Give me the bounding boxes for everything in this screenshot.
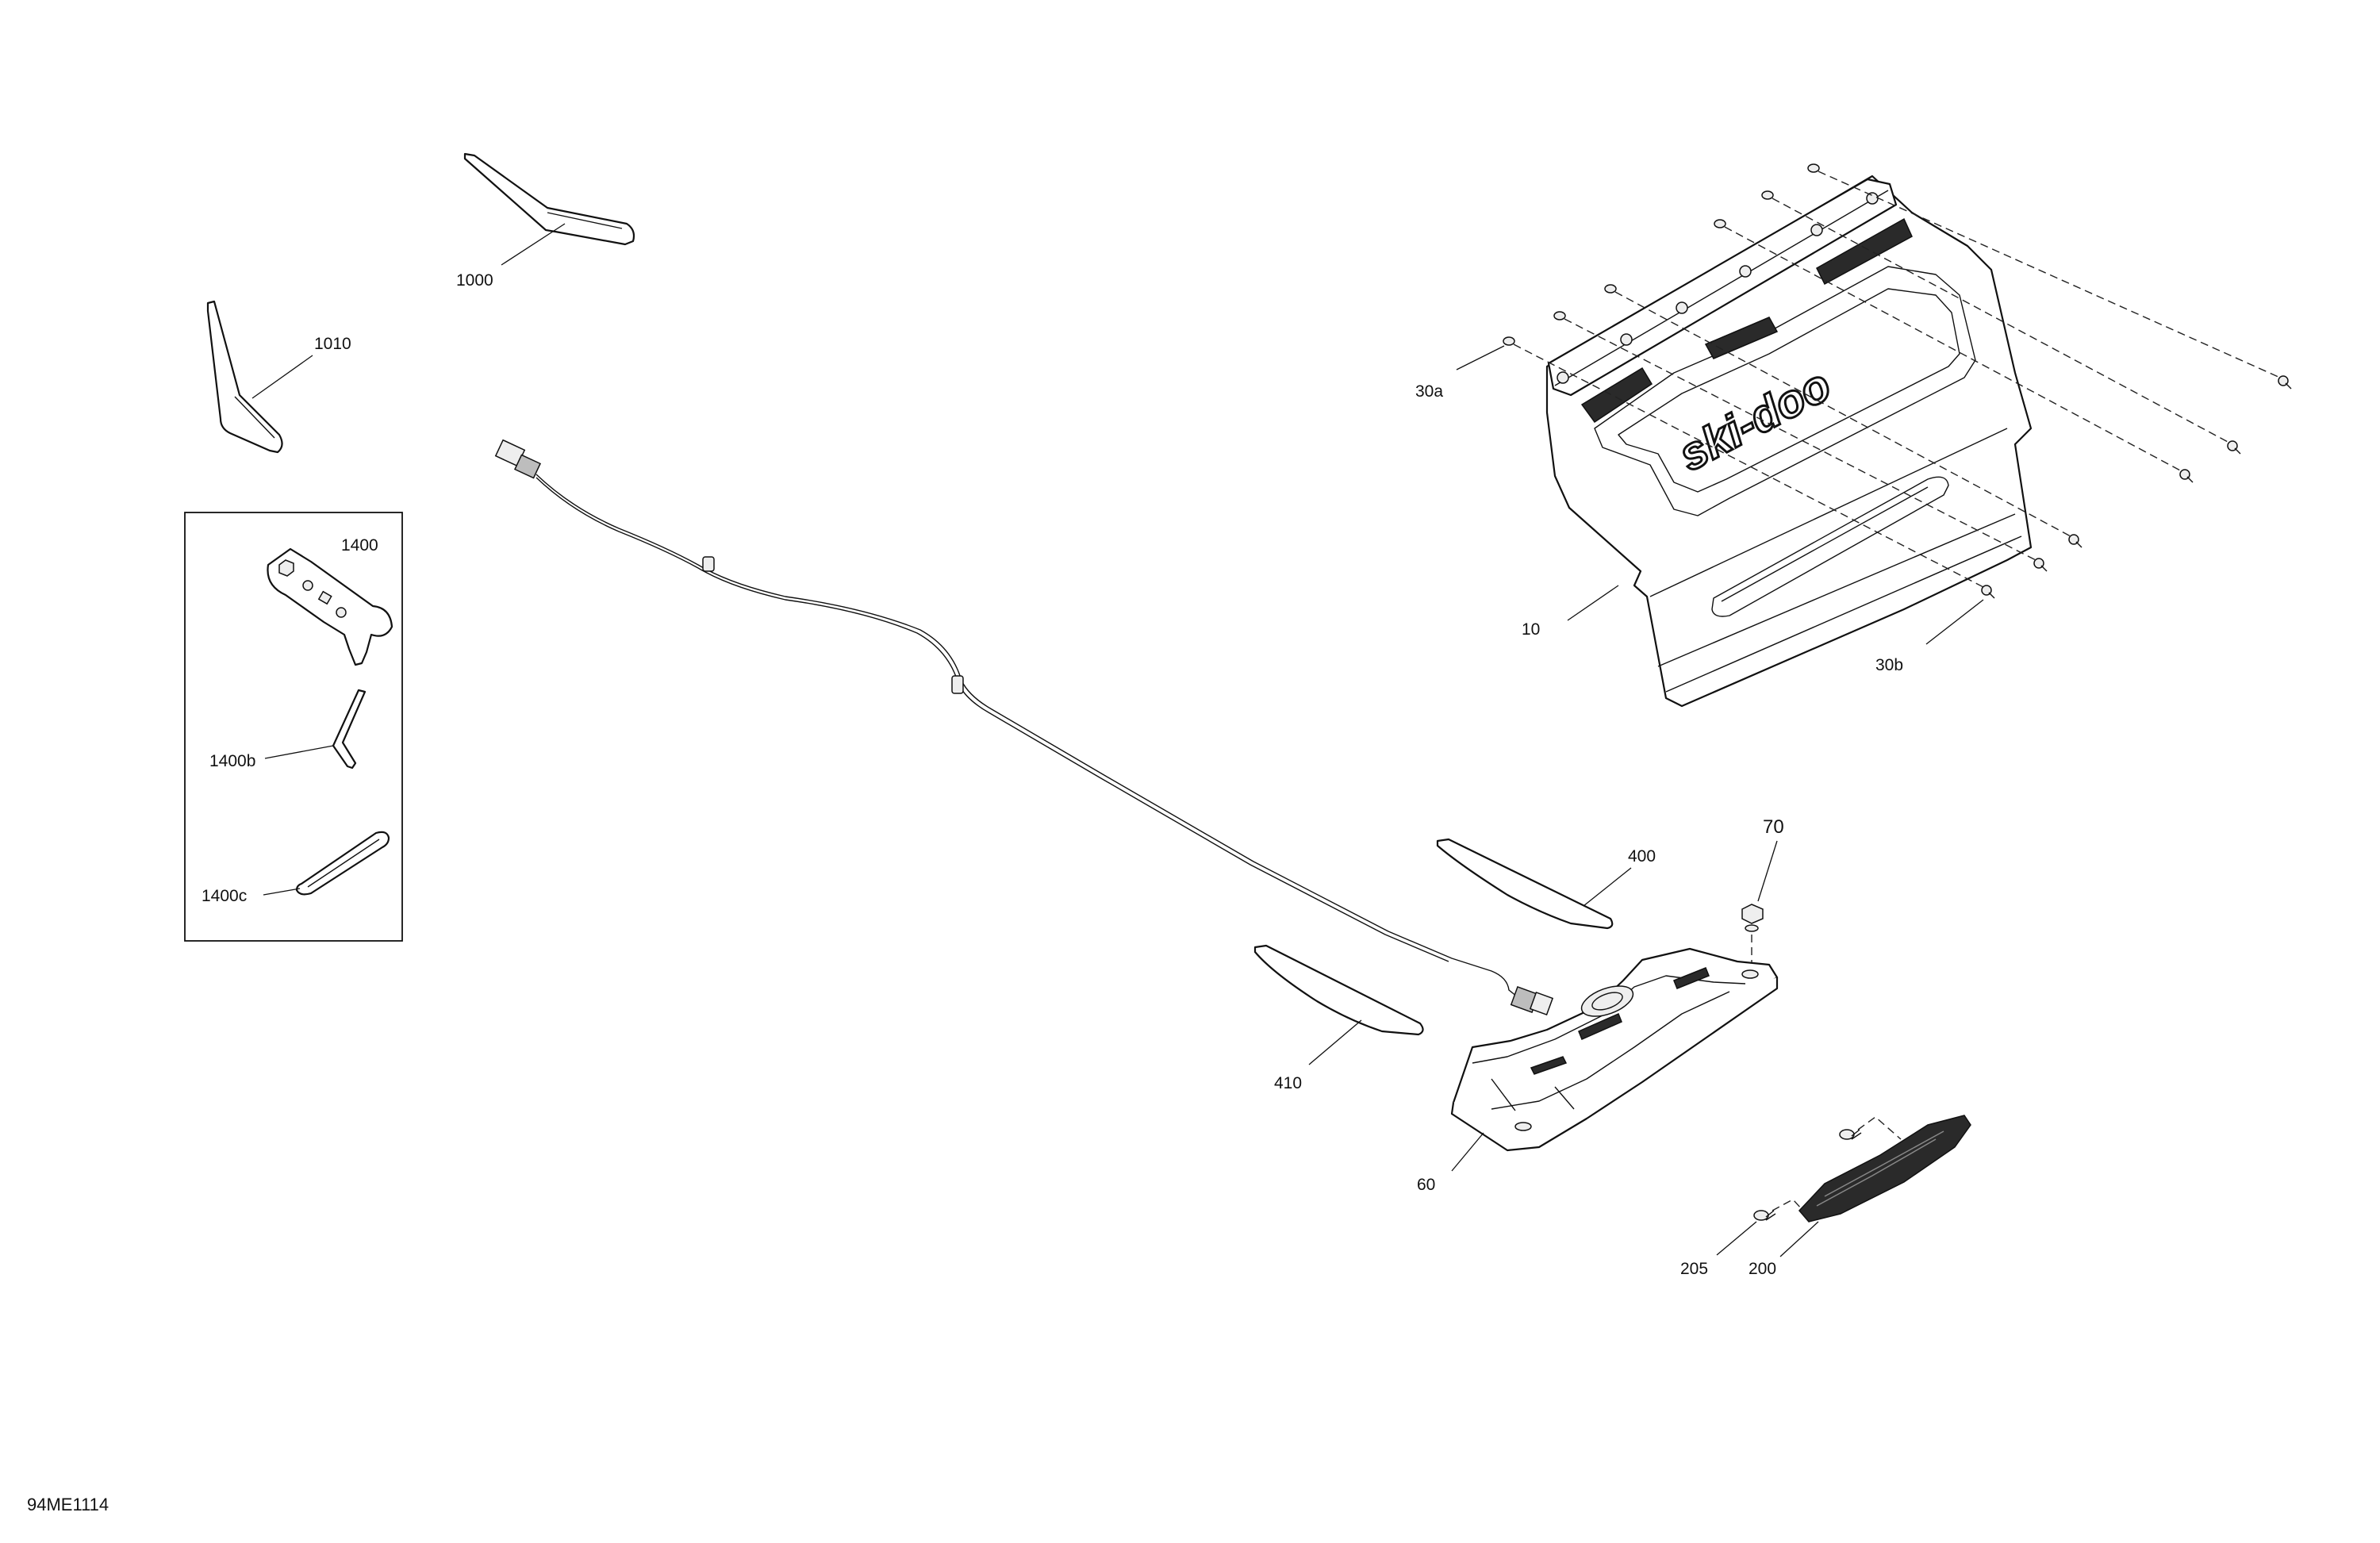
reflector-decal-410[interactable] [1253, 944, 1424, 1036]
screws-30b[interactable] [1981, 375, 2292, 599]
reflector-decal-400[interactable] [1436, 838, 1614, 930]
figure-code: 94ME1114 [27, 1495, 109, 1514]
tread-pads [1580, 217, 1913, 424]
connector-top [494, 439, 542, 479]
screws-205[interactable] [1753, 1129, 1862, 1221]
label-1400: 1400 [341, 536, 378, 555]
spanner-wrench-1400[interactable] [267, 547, 393, 666]
strap-1400c[interactable] [295, 831, 390, 896]
harness-clip-1 [702, 556, 715, 572]
nut-70[interactable] [1741, 904, 1764, 932]
label-10: 10 [1522, 620, 1540, 639]
label-1000: 1000 [456, 271, 493, 290]
label-205: 205 [1680, 1260, 1708, 1278]
wiring-harness[interactable] [494, 439, 1554, 1016]
label-400: 400 [1628, 847, 1656, 866]
washers-30a[interactable] [1503, 163, 1820, 346]
connector-bottom [1510, 985, 1554, 1016]
label-30b: 30b [1875, 656, 1903, 674]
toolkit-box [184, 512, 403, 942]
snowflap-10[interactable]: ski-doo [1545, 175, 2033, 708]
label-200: 200 [1749, 1260, 1776, 1278]
decal-1010[interactable] [206, 300, 283, 454]
rail-bolts [1557, 192, 1879, 384]
taillight-housing-60[interactable] [1450, 947, 1779, 1152]
label-1400b: 1400b [209, 752, 255, 770]
label-410: 410 [1274, 1074, 1302, 1092]
decal-1000[interactable] [463, 152, 635, 246]
label-1010: 1010 [314, 335, 351, 353]
label-1400c: 1400c [202, 887, 247, 905]
taillight-lens-200[interactable] [1798, 1115, 1971, 1223]
harness-clip-2 [951, 675, 964, 694]
assembly-lines [1513, 171, 2281, 588]
label-70: 70 [1763, 816, 1784, 838]
label-60: 60 [1417, 1176, 1435, 1194]
label-30a: 30a [1415, 382, 1443, 401]
hex-key-1400b[interactable] [332, 689, 367, 770]
